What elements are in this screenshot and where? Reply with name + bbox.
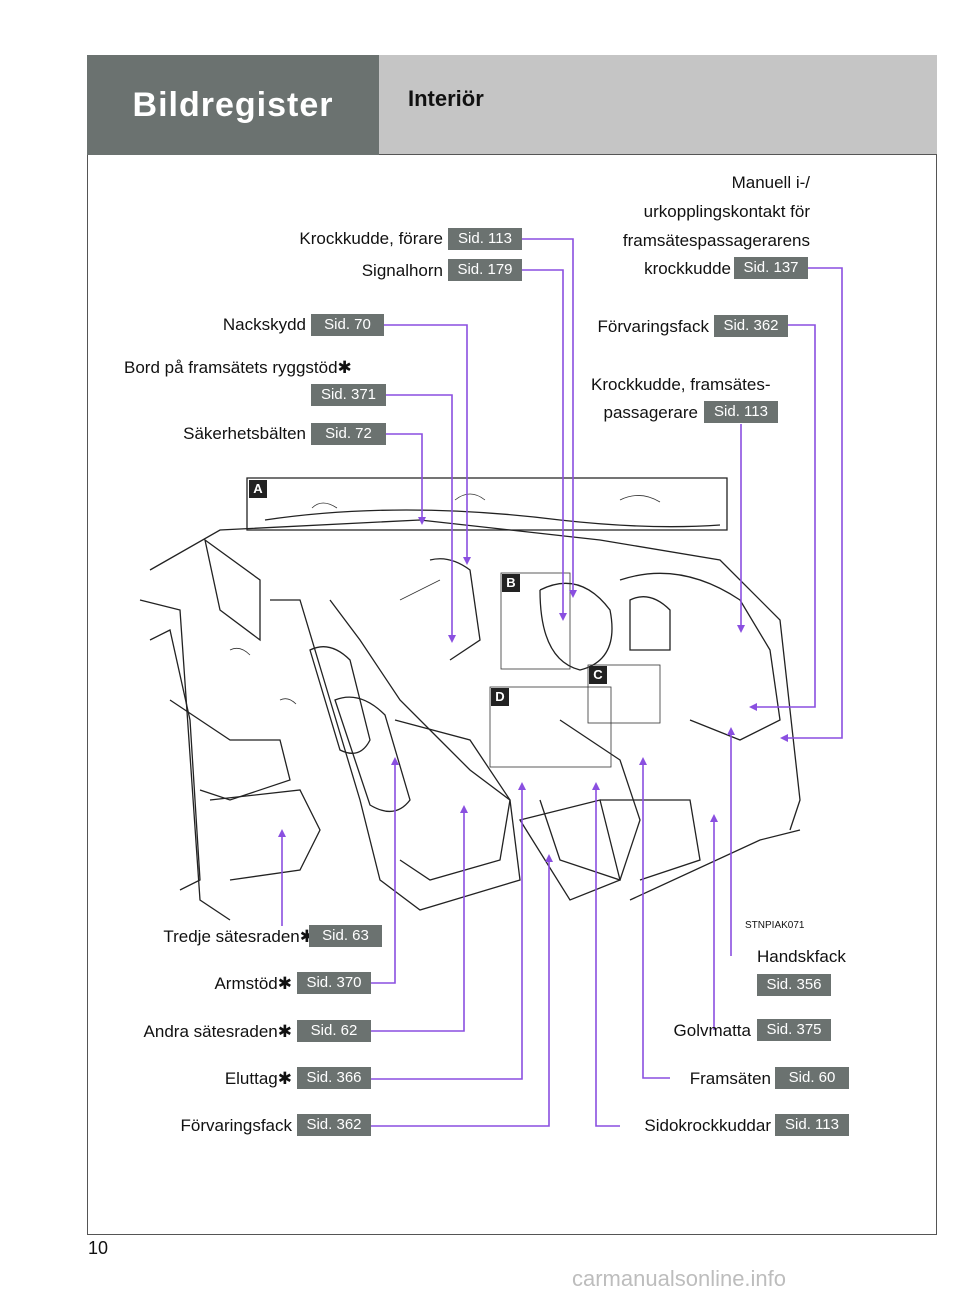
inset-tag-b: B xyxy=(502,574,520,592)
ref-front-seats[interactable]: Sid. 60 xyxy=(775,1067,849,1089)
ref-second-row[interactable]: Sid. 62 xyxy=(297,1020,371,1042)
asterisk-icon: ✱ xyxy=(277,974,292,993)
leader-lines xyxy=(281,238,843,1127)
inset-tag-a: A xyxy=(249,480,267,498)
ref-seatbelts[interactable]: Sid. 72 xyxy=(311,423,386,445)
page-number: 10 xyxy=(88,1238,109,1258)
ref-outlet[interactable]: Sid. 366 xyxy=(297,1067,371,1089)
ref-horn[interactable]: Sid. 179 xyxy=(448,259,522,281)
label-headrest: Nackskydd xyxy=(222,315,306,334)
asterisk-icon: ✱ xyxy=(337,358,352,377)
label-airbag-pass-line1: Krockkudde, framsätes- xyxy=(591,375,771,394)
label-switch-line2: urkopplingskontakt för xyxy=(643,202,810,221)
label-storage-bottom: Förvaringsfack xyxy=(180,1116,292,1135)
label-storage-top: Förvaringsfack xyxy=(597,317,709,336)
label-floormat: Golvmatta xyxy=(673,1021,751,1040)
label-second-row: Andra sätesraden✱ xyxy=(143,1022,292,1041)
label-airbag-pass-line2: passagerare xyxy=(603,403,698,422)
watermark: carmanualsonline.info xyxy=(572,1266,787,1291)
ref-switch[interactable]: Sid. 137 xyxy=(734,257,808,279)
ref-tray[interactable]: Sid. 371 xyxy=(311,384,386,406)
ref-airbag-pass[interactable]: Sid. 113 xyxy=(704,401,778,423)
label-tray: Bord på framsätets ryggstöd✱ xyxy=(124,358,352,377)
label-third-row: Tredje sätesraden✱ xyxy=(163,927,314,946)
label-side-airbags: Sidokrockkuddar xyxy=(644,1116,771,1135)
figure-code: STNPIAK071 xyxy=(745,920,805,931)
ref-storage-top[interactable]: Sid. 362 xyxy=(714,315,788,337)
label-outlet: Eluttag✱ xyxy=(224,1069,292,1088)
label-armrest: Armstöd✱ xyxy=(214,974,292,993)
inset-box-c xyxy=(587,664,661,724)
leader-arrows xyxy=(278,517,788,862)
inset-tag-d: D xyxy=(491,688,509,706)
ref-airbag-driver[interactable]: Sid. 113 xyxy=(448,228,522,250)
ref-glovebox[interactable]: Sid. 356 xyxy=(757,974,831,996)
label-front-seats: Framsäten xyxy=(689,1069,771,1088)
asterisk-icon: ✱ xyxy=(277,1022,292,1041)
ref-floormat[interactable]: Sid. 375 xyxy=(757,1019,831,1041)
car-outline xyxy=(139,477,801,921)
ref-storage-bottom[interactable]: Sid. 362 xyxy=(297,1114,371,1136)
inset-box-d xyxy=(489,686,612,768)
ref-headrest[interactable]: Sid. 70 xyxy=(311,314,384,336)
inset-tag-c: C xyxy=(589,666,607,684)
label-switch-line1: Manuell i-/ xyxy=(731,173,810,192)
header-bar xyxy=(379,55,937,155)
label-airbag-driver: Krockkudde, förare xyxy=(299,229,443,248)
label-horn: Signalhorn xyxy=(361,261,443,280)
ref-third-row[interactable]: Sid. 63 xyxy=(309,925,382,947)
label-switch-line3: framsätespassagerarens xyxy=(622,231,810,250)
asterisk-icon: ✱ xyxy=(277,1069,292,1088)
label-glovebox: Handskfack xyxy=(757,947,846,966)
ref-side-airbags[interactable]: Sid. 113 xyxy=(775,1114,849,1136)
page-title: Interiör xyxy=(408,86,484,111)
ref-armrest[interactable]: Sid. 370 xyxy=(297,972,371,994)
label-switch-line4: krockkudde xyxy=(644,259,731,278)
section-title: Bildregister xyxy=(87,55,379,155)
inset-box-b xyxy=(500,572,571,670)
label-seatbelts: Säkerhetsbälten xyxy=(183,424,306,443)
